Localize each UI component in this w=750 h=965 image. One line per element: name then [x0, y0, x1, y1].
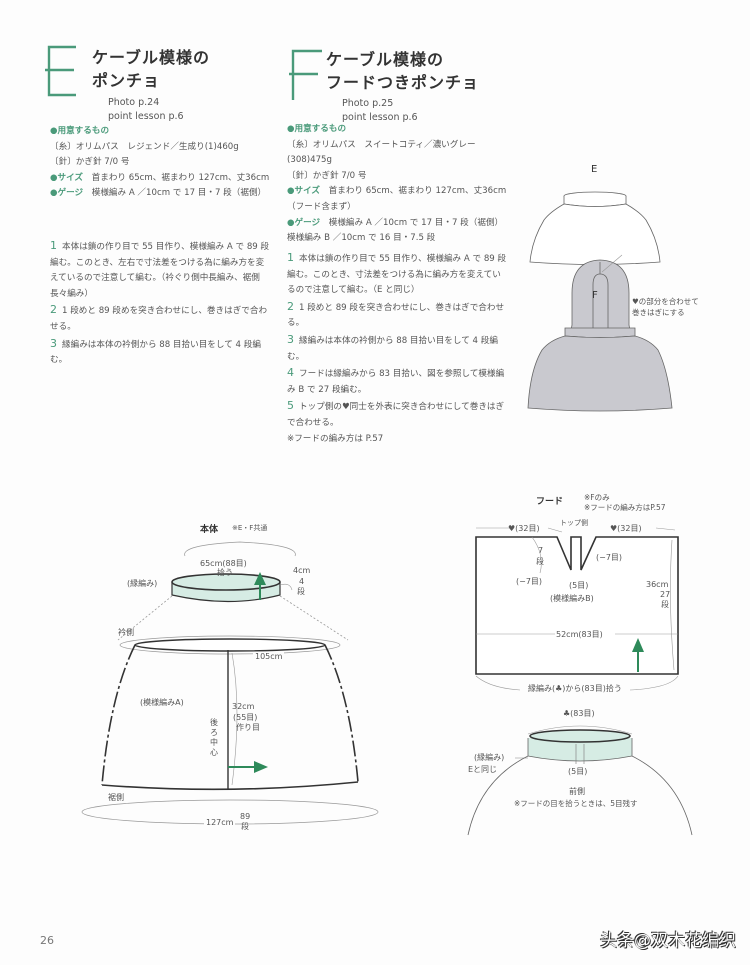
page-number: 26: [40, 934, 54, 947]
hood-note: ※フードの編み方は P.57: [287, 433, 384, 444]
neck-note: ※フードの目を拾うときは、5目残す: [514, 799, 638, 808]
neck-pick-up: 拾う: [217, 568, 233, 577]
neck-diagram-drawing: [467, 725, 693, 836]
illustrations: E F ♥の部分を合わせて 巻きはぎにする: [520, 150, 720, 460]
hood-width: 52cm(83目): [556, 630, 603, 639]
letter-e-mark: [45, 45, 76, 97]
hood-rows-7: 7: [538, 546, 544, 555]
hood-diagram-title: フード: [536, 497, 564, 507]
border-label: (縁編み): [127, 579, 158, 588]
border-rows: 4: [299, 577, 305, 586]
front-side-label: 前側: [569, 787, 585, 796]
watermark: 头条@双木花编织: [600, 931, 736, 951]
letter-f-mark: [289, 49, 322, 100]
neck-diagram: ♣(83目) (縁編み) Eと同じ (5目) 前側 ※フードの目を拾うときは、5…: [440, 700, 700, 840]
border-height: 4cm: [293, 566, 311, 575]
gauge-spec: ●ゲージ 模様編み A ／10cm で 17 目・7 段（裾側）: [50, 188, 267, 199]
size-spec: ●サイズ 首まわり 65cm、裾まわり 127cm、丈36cm: [50, 172, 270, 183]
hood-height: 36cm: [646, 580, 669, 589]
point-lesson-ref: point lesson p.6: [342, 112, 418, 123]
pattern-f-title-line1: ケーブル模様の: [326, 50, 445, 69]
yarn-spec: 〔糸〕オリムパス レジェンド／生成り(1)460g: [50, 141, 239, 152]
neck-border-label: (縁編み): [474, 753, 505, 762]
pattern-f-title: ケーブル模様の フードつきポンチョ: [326, 48, 479, 94]
hood-note-1: ※Fのみ: [584, 493, 610, 502]
width-105: 105cm: [253, 652, 285, 661]
neck-center-5: (5目): [568, 767, 588, 776]
cast-on-label: 作り目: [236, 723, 260, 732]
pattern-e-title-line2: ポンチョ: [92, 71, 161, 90]
pattern-f-title-line2: フードつきポンチョ: [326, 73, 480, 92]
materials-heading: ●用意するもの: [287, 124, 347, 134]
collar-side-label: 衿側: [118, 628, 134, 637]
hem-rows: 89: [240, 812, 251, 821]
photo-ref: Photo p.24: [108, 97, 160, 108]
pattern-a-label: (模様編みA): [140, 698, 184, 707]
hood-center-5: (5目): [569, 581, 589, 590]
pattern-e-materials: ●用意するもの 〔糸〕オリムパス レジェンド／生成り(1)460g 〔針〕かぎ針…: [50, 124, 272, 202]
hood-note-2: ※フードの編み方はP.57: [584, 503, 666, 512]
body-diagram-title: 本体: [200, 525, 219, 535]
hem-measurement: 127cm: [204, 818, 236, 827]
body-stitches: (55目): [233, 713, 258, 722]
hood-diagram: フード ※Fのみ ※フードの編み方はP.57 ♥(32目) トップ側 ♥(32目…: [460, 480, 700, 710]
hood-rows-27: 27: [660, 590, 671, 599]
photo-ref: Photo p.25: [342, 98, 394, 109]
illustration-f-label: F: [592, 290, 598, 301]
gauge-spec: ●ゲージ 模様編み A ／10cm で 17 目・7 段（裾側）模様編み B ／…: [287, 217, 504, 244]
hood-left-top: ♥(32目): [508, 524, 540, 533]
pattern-f-materials: ●用意するもの 〔糸〕オリムパス スイートコティ／濃いグレー(308)475g …: [287, 122, 509, 247]
decrease-left: (−7目): [516, 577, 543, 586]
needle-spec: 〔針〕かぎ針 7/0 号: [50, 157, 130, 168]
body-diagram-note: ※E・F共通: [232, 524, 268, 532]
decrease-right: (−7目): [596, 553, 623, 562]
pattern-e-refs: Photo p.24 point lesson p.6: [108, 96, 184, 124]
size-spec: ●サイズ 首まわり 65cm、裾まわり 127cm、丈36cm（フード含まず）: [287, 186, 507, 212]
body-diagram: 本体 ※E・F共通 65cm(88目) 拾う (縁編み) 4cm 4 段 衿側 …: [80, 510, 410, 831]
body-diagram-drawing: [81, 541, 379, 825]
hood-diagram-drawing: [475, 527, 679, 691]
hood-right-top: ♥(32目): [610, 524, 642, 533]
illustration-e-label: E: [591, 164, 598, 175]
illustration-f-note: ♥の部分を合わせて 巻きはぎにする: [632, 297, 699, 317]
back-center-label: 後ろ中心: [210, 718, 218, 757]
body-length: 32cm: [232, 702, 255, 711]
top-side-label: トップ側: [560, 519, 588, 527]
neck-measurement: 65cm(88目): [200, 559, 247, 568]
hood-pick-up: 縁編み(♣)から(83目)拾う: [528, 684, 622, 693]
club-count: ♣(83目): [563, 709, 595, 718]
hem-side-label: 裾側: [108, 793, 124, 802]
same-as-e-label: Eと同じ: [468, 765, 498, 774]
poncho-e-illustration: [527, 191, 673, 412]
pattern-e-title: ケーブル模様の ポンチョ: [92, 46, 210, 92]
pattern-b-label: (模様編みB): [550, 594, 594, 603]
yarn-spec: 〔糸〕オリムパス スイートコティ／濃いグレー(308)475g: [287, 139, 476, 166]
materials-heading: ●用意するもの: [50, 126, 110, 136]
needle-spec: 〔針〕かぎ針 7/0 号: [287, 170, 367, 181]
pattern-f-refs: Photo p.25 point lesson p.6: [342, 97, 418, 125]
pattern-e-title-line1: ケーブル模様の: [92, 48, 211, 67]
point-lesson-ref: point lesson p.6: [108, 111, 184, 122]
